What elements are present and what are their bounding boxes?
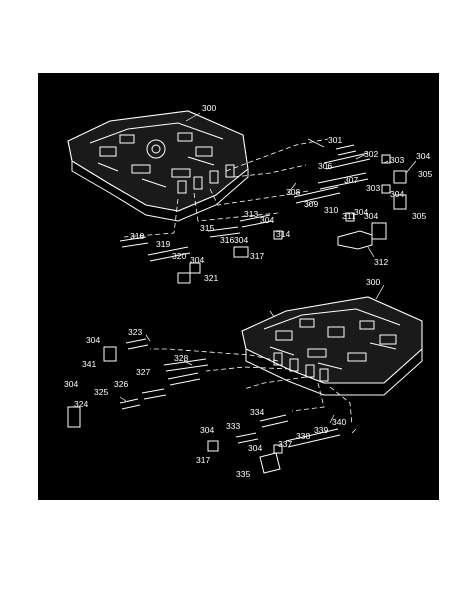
upper-valve-train-c [119,214,283,284]
callout: 340 [332,417,346,427]
lower-valve-body-assembly: 300 304 323 341 328 304 325 326 327 324 … [64,277,423,479]
callout: 309 [304,199,318,209]
callout: 337 [278,439,292,449]
upper-leader-lines [185,112,417,318]
lower-alignment-lines [150,348,353,426]
callout: 333 [226,421,240,431]
lower-valve-train-b [207,414,341,474]
callout: 304 [200,425,214,435]
callout: 321 [204,273,218,283]
lower-valve-train-a [67,338,209,428]
callout: 304 [364,211,378,221]
upper-valve-train-a [317,144,407,210]
callout: 304 [234,235,248,245]
callout: 325 [94,387,108,397]
callout: 304 [260,215,274,225]
callout: 305 [418,169,432,179]
callout: 301 [328,135,342,145]
callout: 304 [354,207,368,217]
callout: 315 [200,223,214,233]
callout: 304 [190,255,204,265]
lower-callouts: 300 304 323 341 328 304 325 326 327 324 … [64,277,380,479]
callout-300-lower: 300 [366,277,380,287]
callout: 326 [114,379,128,389]
callout: 302 [364,149,378,159]
callout: 311 [342,211,356,221]
callout: 314 [276,229,290,239]
callout: 317 [196,455,210,465]
lower-leader-lines [119,284,385,434]
callout: 304 [248,443,262,453]
diagram-panel: 300 301 302 303 304 305 306 307 303 304 … [38,73,439,500]
callout: 305 [412,211,426,221]
callout: 327 [136,367,150,377]
callout: 320 [172,251,186,261]
callout: 323 [128,327,142,337]
callout: 304 [390,189,404,199]
callout: 335 [236,469,250,479]
callout: 312 [374,257,388,267]
callout: 318 [130,231,144,241]
callout: 306 [318,161,332,171]
callout: 316 [220,235,234,245]
callout: 304 [416,151,430,161]
upper-valve-body-plate [67,110,249,222]
callout: 308 [286,187,300,197]
upper-valve-train-b [293,186,387,250]
callout-300-upper: 300 [202,103,216,113]
callout: 339 [314,425,328,435]
upper-valve-body-assembly: 300 301 302 303 304 305 306 307 303 304 … [67,103,432,318]
callout: 304 [64,379,78,389]
callout: 310 [324,205,338,215]
callout: 317 [250,251,264,261]
callout: 334 [250,407,264,417]
upper-alignment-lines [123,138,329,238]
callout: 303 [366,183,380,193]
upper-callouts: 300 301 302 303 304 305 306 307 303 304 … [130,103,432,283]
callout: 313 [244,209,258,219]
lower-valve-body-plate [241,296,423,396]
callout: 307 [344,175,358,185]
callout: 324 [74,399,88,409]
callout: 304 [86,335,100,345]
valve-body-exploded-view: 300 301 302 303 304 305 306 307 303 304 … [64,103,432,479]
callout: 341 [82,359,96,369]
callout: 319 [156,239,170,249]
callout: 338 [296,431,310,441]
callout: 328 [174,353,188,363]
callout: 303 [390,155,404,165]
